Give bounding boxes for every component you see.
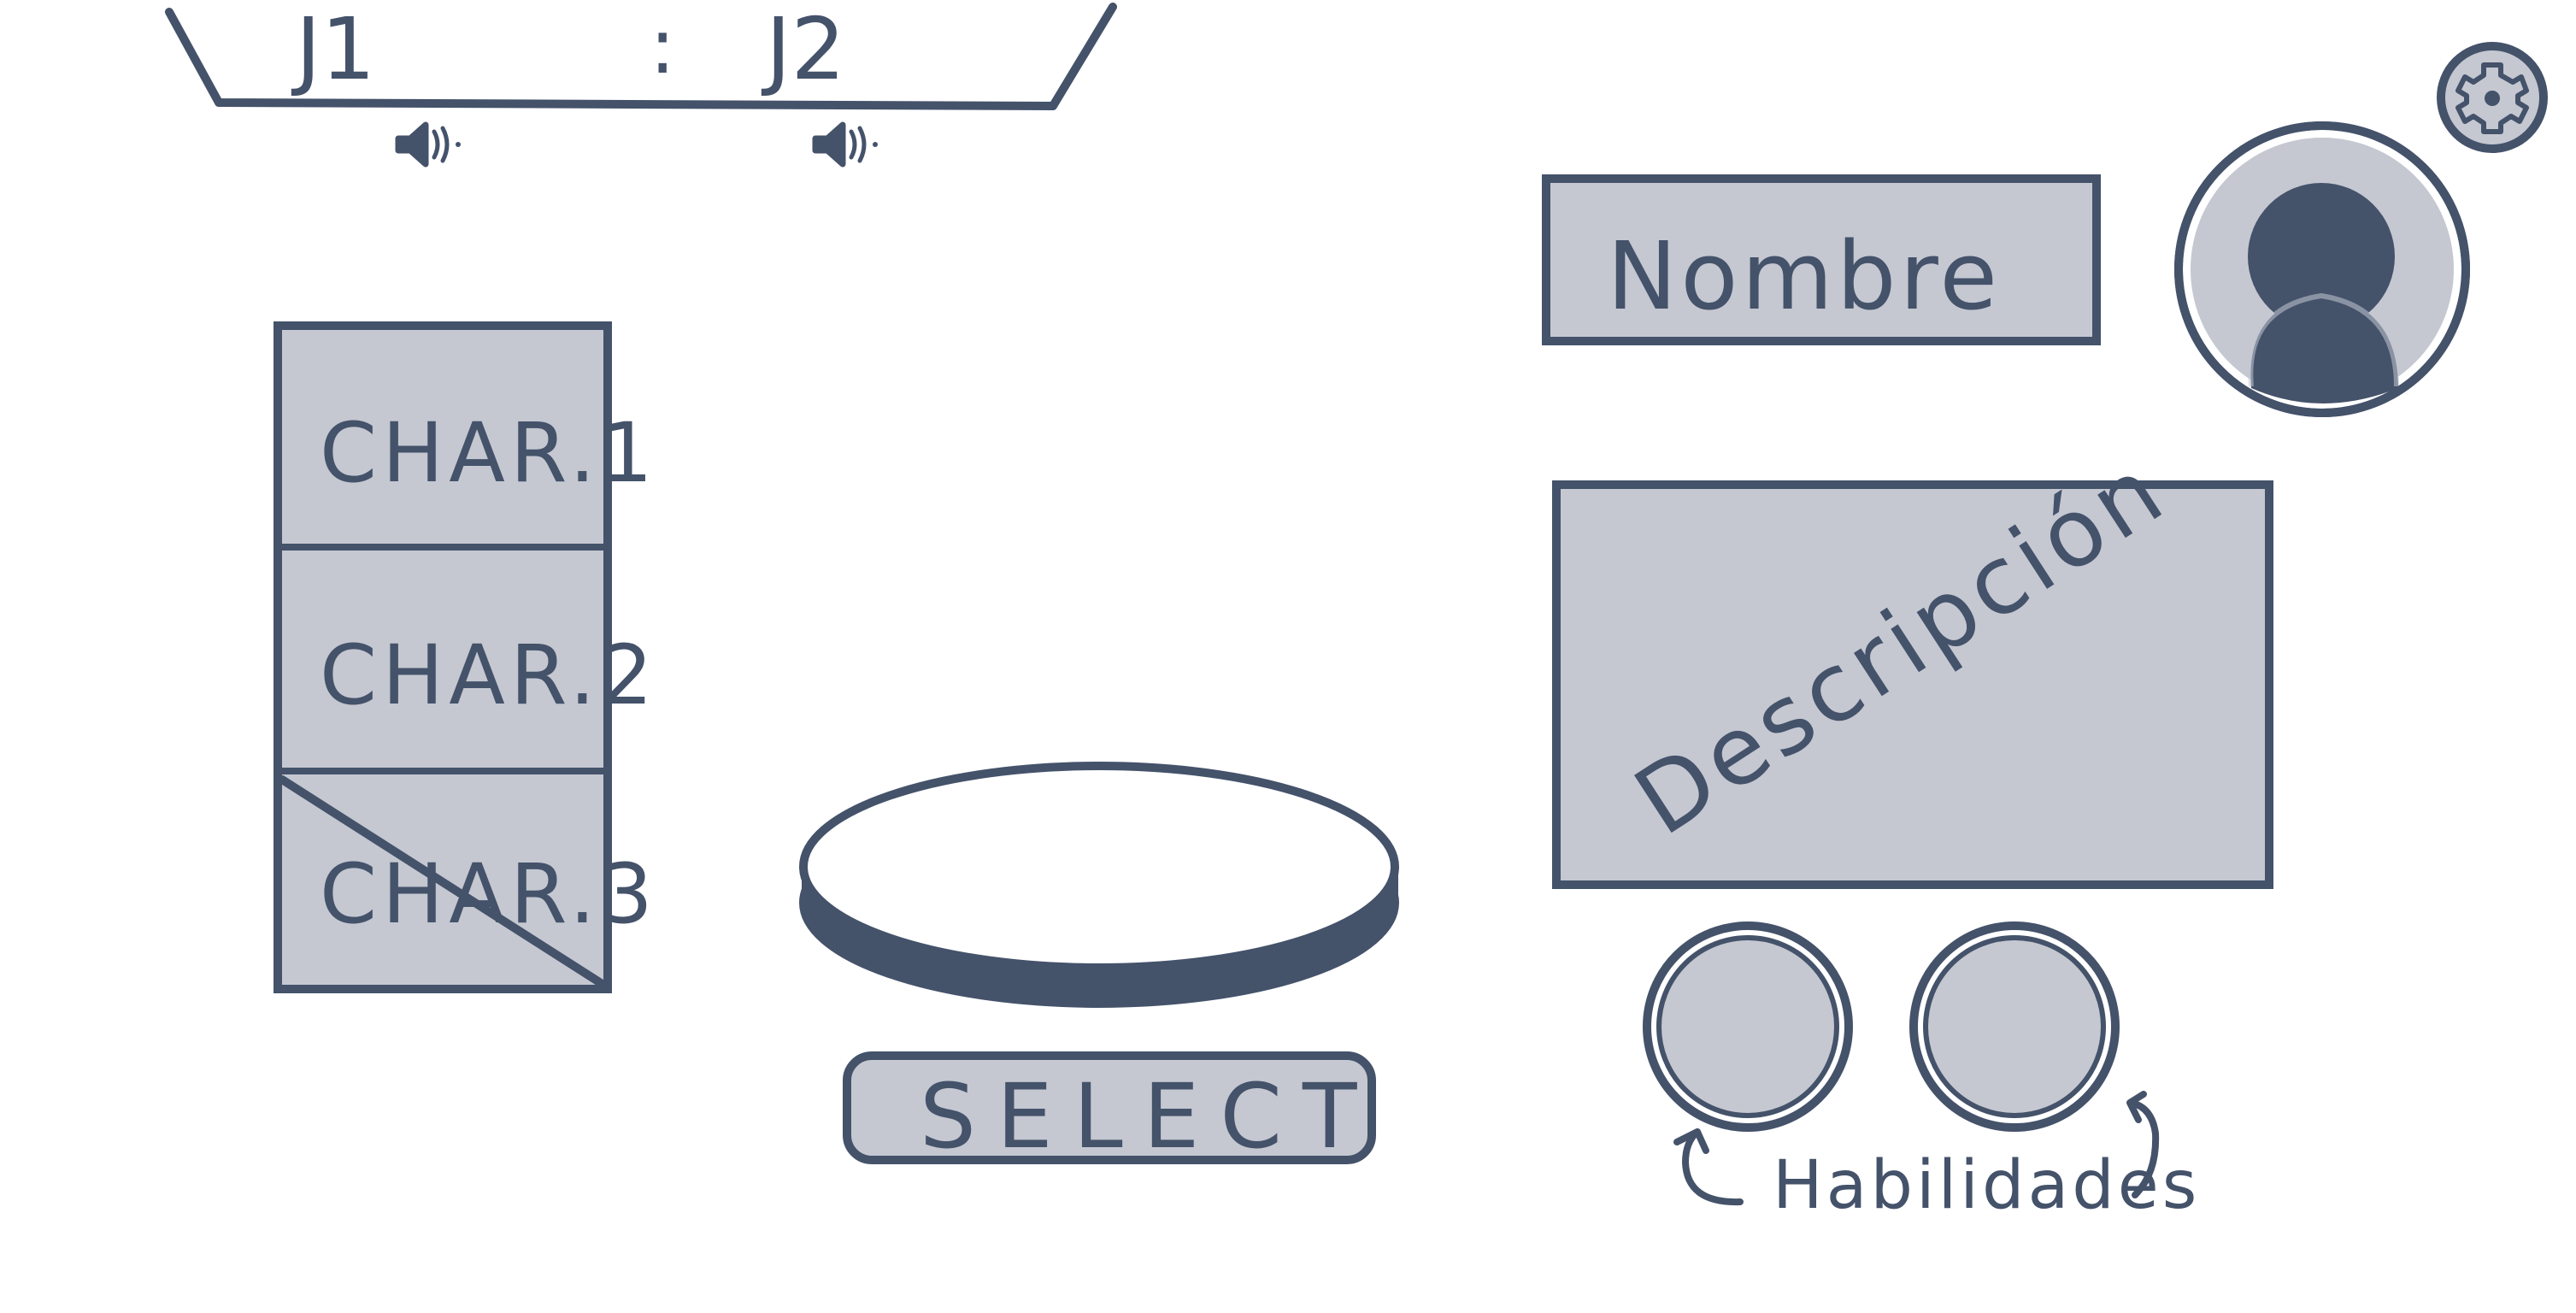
player2-speaker-icon[interactable] xyxy=(809,113,894,173)
right-curved-arrow-icon xyxy=(2128,1099,2160,1198)
character-description-panel: Descripción xyxy=(1552,434,2273,889)
character-item-label: CHAR.1 xyxy=(320,405,658,501)
player1-speaker-icon[interactable] xyxy=(391,113,477,173)
abilities-label: Habilidades xyxy=(1773,1147,2201,1224)
player2-label: J2 xyxy=(766,0,846,99)
user-icon xyxy=(2248,183,2398,403)
character-portrait xyxy=(2174,121,2470,417)
character-item-label: CHAR.2 xyxy=(320,627,658,723)
player-bar-frame xyxy=(165,3,1117,110)
character-item-1[interactable]: CHAR.1 xyxy=(282,330,653,551)
select-button[interactable]: SELECT xyxy=(843,1051,1376,1164)
settings-gear-icon[interactable] xyxy=(2434,39,2550,156)
character-preview-platform xyxy=(799,762,1399,1008)
select-button-label: SELECT xyxy=(920,1064,1378,1169)
left-curved-arrow-icon xyxy=(1682,1128,1744,1206)
character-item-label: CHAR.3 xyxy=(320,846,658,942)
character-list: CHAR.1 CHAR.2 CHAR.3 xyxy=(273,321,653,993)
character-item-2[interactable]: CHAR.2 xyxy=(282,551,653,774)
character-name-label: Nombre xyxy=(1607,221,2002,331)
player-separator: : xyxy=(650,2,676,91)
ability-slot-2-icon[interactable] xyxy=(1908,920,2121,1133)
ability-slot-1-icon[interactable] xyxy=(1641,920,1855,1133)
character-item-3-disabled: CHAR.3 xyxy=(282,774,653,985)
player1-label: J1 xyxy=(296,0,376,99)
character-name-field: Nombre xyxy=(1542,174,2101,345)
locked-strike-icon xyxy=(282,775,603,985)
